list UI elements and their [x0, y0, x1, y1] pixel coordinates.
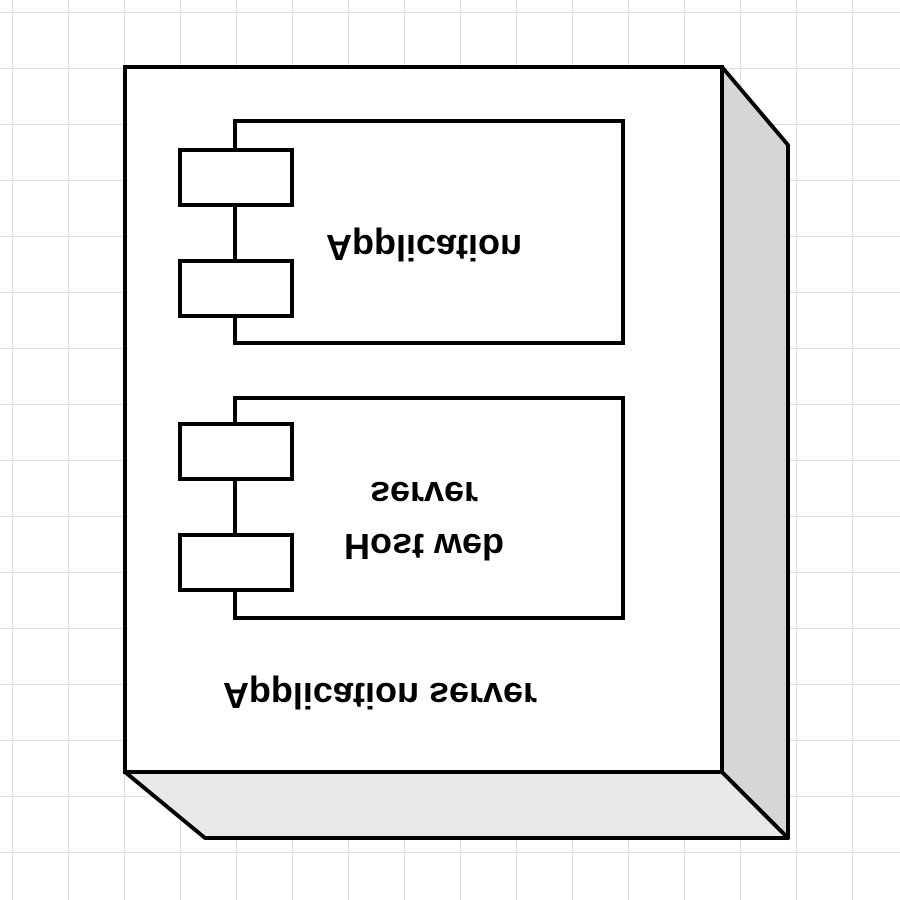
component-port-icon	[178, 259, 294, 318]
component-host-web-server[interactable]	[178, 396, 625, 620]
node-label: Application server	[223, 675, 537, 716]
component-port-icon	[178, 148, 294, 207]
component-port-icon	[178, 533, 294, 592]
component-body	[233, 396, 625, 620]
component-label: Application	[326, 227, 522, 268]
component-label-line-2: server	[370, 474, 478, 515]
component-application[interactable]	[178, 119, 625, 345]
node-top-face	[123, 770, 790, 840]
component-port-icon	[178, 422, 294, 481]
node-side-face	[720, 65, 790, 840]
node-application-server[interactable]: Application server Host web server Appli…	[123, 65, 790, 840]
component-body	[233, 119, 625, 345]
component-label-line-1: Host web	[344, 526, 504, 567]
